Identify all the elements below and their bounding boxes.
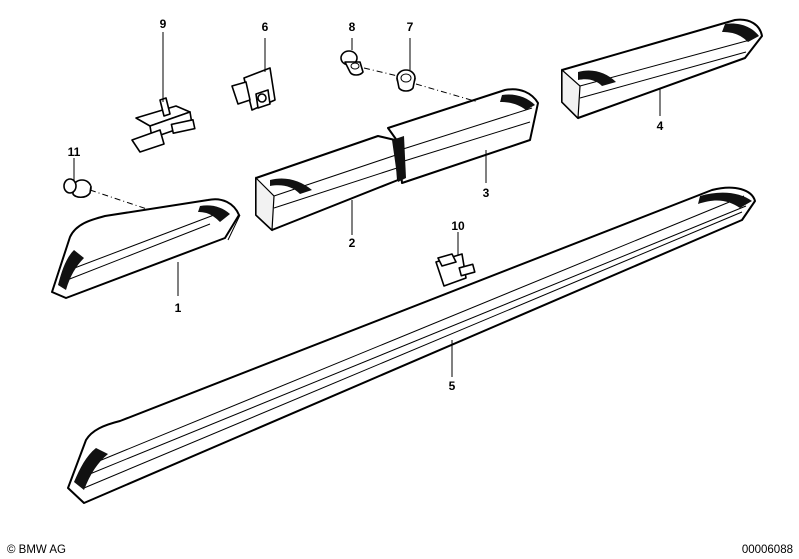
part-9-clip[interactable]: [131, 97, 196, 153]
part-11-grommet[interactable]: [63, 178, 92, 199]
callout-3: 3: [483, 186, 490, 200]
copyright-text: © BMW AG: [7, 544, 66, 556]
callout-7: 7: [407, 20, 414, 34]
callout-2: 2: [349, 236, 356, 250]
part-2-molding[interactable]: [255, 135, 399, 232]
part-3-molding[interactable]: [387, 88, 539, 184]
callout-9: 9: [160, 17, 167, 31]
part-4-molding[interactable]: [561, 18, 763, 120]
callout-1: 1: [175, 301, 182, 315]
callout-6: 6: [262, 20, 269, 34]
callout-5: 5: [449, 379, 456, 393]
callout-11: 11: [68, 145, 81, 159]
callout-8: 8: [349, 20, 356, 34]
part-10-clip[interactable]: [435, 253, 476, 287]
leader-lines: [73, 32, 661, 377]
part-7-grommet[interactable]: [396, 69, 416, 92]
part-1-molding[interactable]: [51, 198, 241, 299]
callout-4: 4: [657, 119, 664, 133]
part-8-grommet[interactable]: [340, 50, 364, 76]
diagram-number: 00006088: [742, 544, 793, 556]
alignment-lines: [89, 67, 479, 211]
part-5-molding[interactable]: [67, 186, 756, 504]
part-6-clip[interactable]: [231, 67, 276, 111]
callout-10: 10: [451, 219, 465, 233]
